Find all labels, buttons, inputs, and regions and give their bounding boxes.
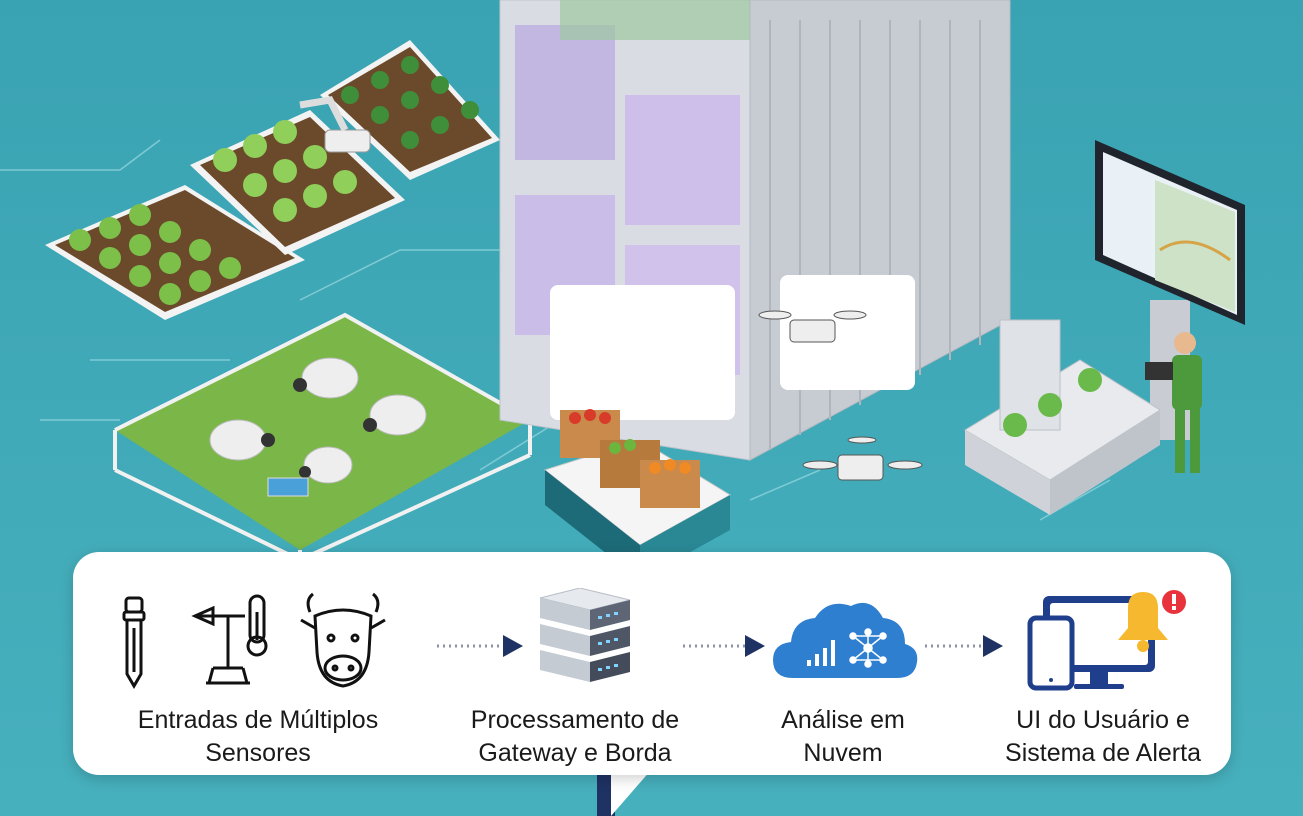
stage-gateway-edge: Processamento de Gateway e Borda: [440, 552, 710, 775]
panel-pointer: [611, 770, 651, 816]
stage-user-ui-alert: UI do Usuário e Sistema de Alerta: [978, 552, 1228, 775]
stage-label: Entradas de Múltiplos Sensores: [137, 706, 379, 767]
sensor-icons: [93, 588, 423, 698]
flow-arrow: [925, 635, 1003, 657]
alert-badge-icon: [1162, 590, 1186, 614]
architecture-panel: Entradas de Múltiplos Sensores: [73, 552, 1231, 775]
farm-worker: [1145, 332, 1202, 473]
robot-arm: [299, 96, 371, 153]
devices-alert-icon: [1027, 590, 1186, 691]
packing-machine: [964, 319, 1161, 515]
bell-icon: [1118, 592, 1168, 652]
drone: [802, 436, 923, 481]
drone: [758, 310, 867, 343]
crop-bed: [190, 110, 405, 255]
flow-arrow: [437, 635, 523, 657]
tablet-icon: [1027, 615, 1075, 691]
sheep-pasture: [113, 312, 532, 563]
cow-icon: [300, 592, 386, 688]
stage-sensor-inputs: Entradas de Múltiplos Sensores: [93, 552, 423, 775]
stage-label: Análise em Nuvem: [781, 706, 905, 767]
soil-probe-icon: [122, 596, 146, 689]
cloud-ai-icon: [773, 602, 918, 678]
stage-cloud-analytics: Análise em Nuvem: [733, 552, 953, 775]
stage-label: Processamento de Gateway e Borda: [470, 706, 680, 767]
panel-stem: [597, 770, 615, 816]
stage-label: UI do Usuário e Sistema de Alerta: [1005, 706, 1201, 767]
vertical-farm-building: [499, 0, 1011, 461]
weather-station-icon: [191, 594, 268, 685]
server-stack-icon: [539, 587, 631, 682]
flow-arrow: [683, 635, 765, 657]
crop-bed: [320, 40, 500, 180]
crop-bed: [45, 185, 305, 320]
